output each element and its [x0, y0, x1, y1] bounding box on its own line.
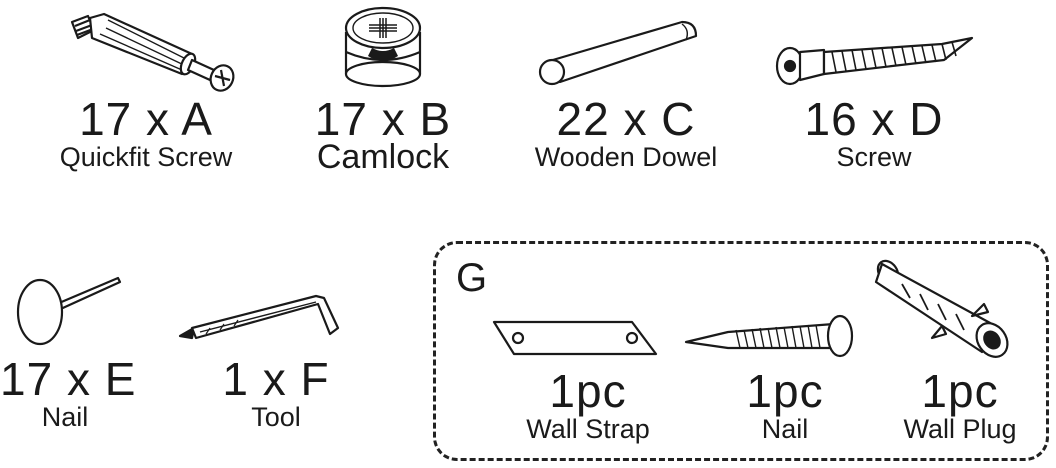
- nail-pin-icon: [8, 270, 128, 350]
- part-d-label: 16 x D Screw: [764, 96, 984, 172]
- wall-nail-icon: [684, 312, 864, 368]
- part-d-quantity: 16 x D: [804, 93, 944, 145]
- wall-nail-quantity: 1pc: [746, 365, 824, 417]
- part-e-name: Nail: [41, 402, 89, 432]
- part-b-label: 17 x B Camlock: [278, 93, 488, 176]
- wooden-dowel-icon: [532, 16, 702, 94]
- part-f-name: Tool: [251, 402, 301, 432]
- part-b-name: Camlock: [316, 138, 450, 176]
- part-e-quantity: 17 x E: [0, 353, 137, 405]
- part-f-label: 1 x F Tool: [196, 356, 356, 432]
- camlock-icon: [338, 2, 428, 92]
- part-c-label: 22 x C Wooden Dowel: [508, 96, 744, 172]
- quickfit-screw-icon: [64, 8, 244, 94]
- wall-strap-icon: [492, 318, 662, 358]
- part-d-name: Screw: [836, 142, 912, 172]
- screw-icon: [772, 30, 982, 92]
- group-item-wall-strap-label: 1pc Wall Strap: [508, 368, 668, 444]
- hex-key-tool-icon: [176, 288, 356, 348]
- group-item-wall-plug-label: 1pc Wall Plug: [890, 368, 1030, 444]
- wall-plug-icon: [872, 254, 1018, 362]
- part-f-quantity: 1 x F: [222, 353, 330, 405]
- part-a-label: 17 x A Quickfit Screw: [36, 96, 256, 172]
- wall-plug-quantity: 1pc: [921, 365, 999, 417]
- wall-plug-name: Wall Plug: [903, 414, 1017, 444]
- part-c-quantity: 22 x C: [556, 93, 696, 145]
- part-e-label: 17 x E Nail: [0, 353, 137, 432]
- group-item-nail-label: 1pc Nail: [720, 368, 850, 444]
- part-a-quantity: 17 x A: [79, 93, 213, 145]
- wall-strap-quantity: 1pc: [549, 365, 627, 417]
- wall-fixing-kit-group: G: [433, 241, 1049, 461]
- wall-strap-name: Wall Strap: [526, 414, 650, 444]
- part-b-quantity: 17 x B: [314, 93, 452, 145]
- part-c-name: Wooden Dowel: [534, 142, 718, 172]
- wall-nail-name: Nail: [761, 414, 809, 444]
- part-a-name: Quickfit Screw: [59, 142, 233, 172]
- group-g-letter: G: [456, 256, 488, 300]
